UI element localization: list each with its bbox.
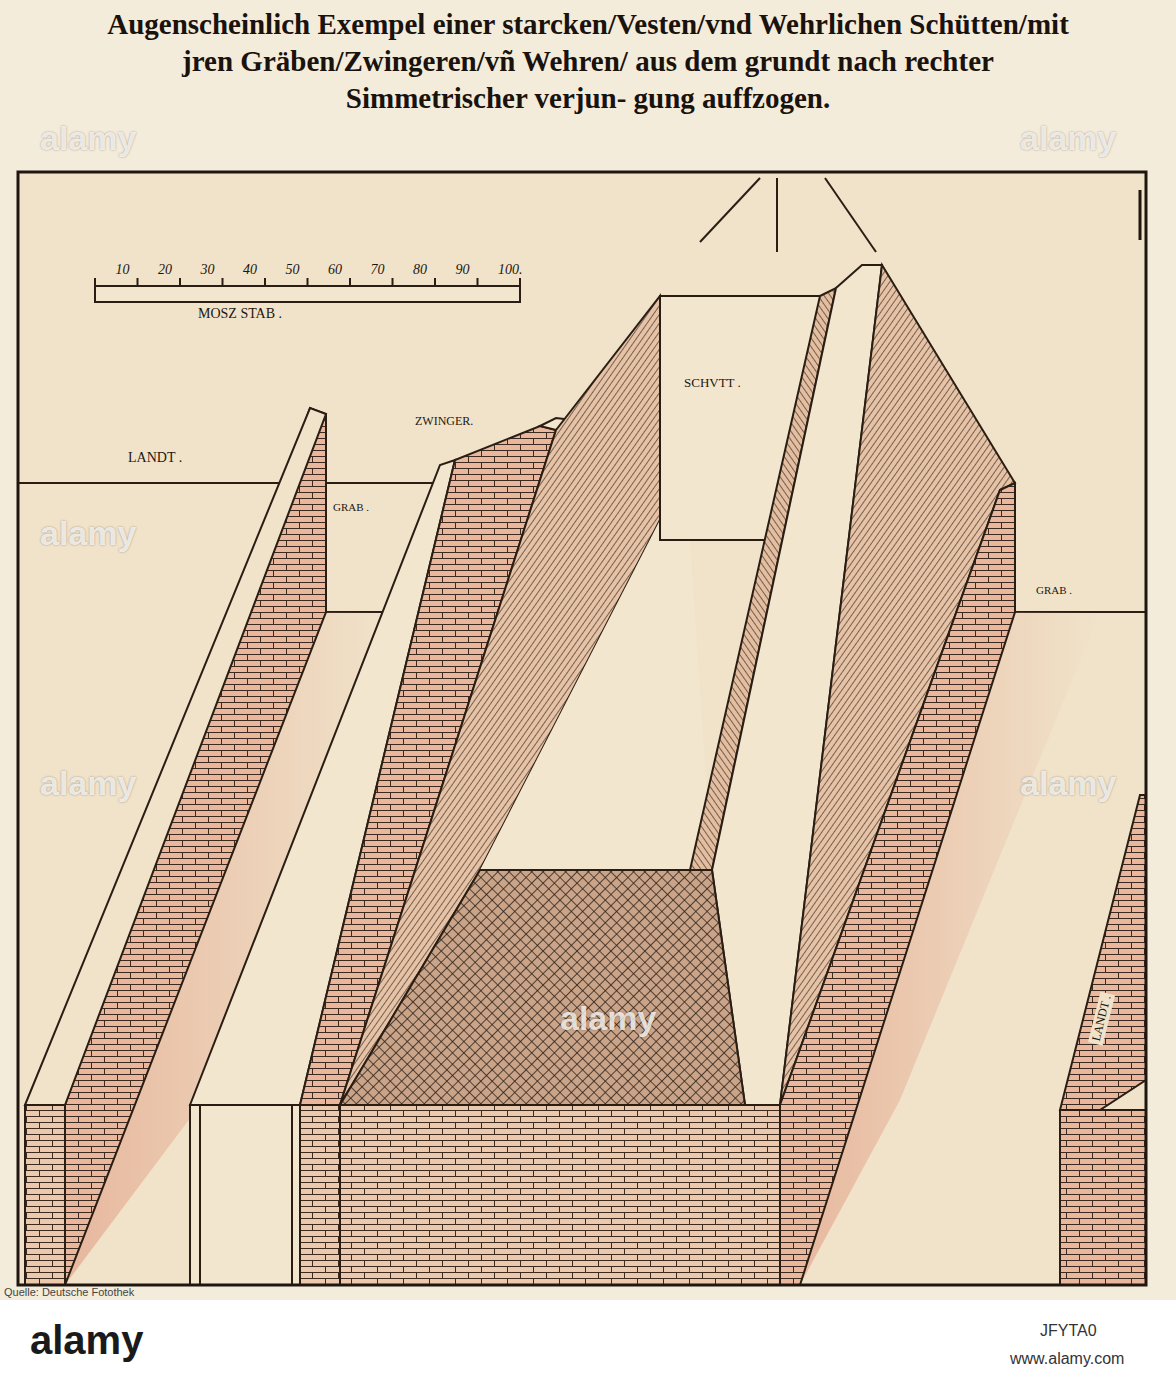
watermark: alamy	[40, 120, 136, 157]
watermark-logo: alamy	[30, 1318, 143, 1362]
frame-mark	[1139, 190, 1142, 240]
watermark: alamy	[560, 1000, 656, 1037]
landward-wall	[25, 408, 326, 1285]
watermark: alamy	[40, 515, 136, 552]
watermark-bar	[0, 1300, 1176, 1390]
scale-caption: MOSZ STAB .	[198, 306, 282, 321]
scale-number: 60	[328, 262, 342, 277]
scale-number: 80	[413, 262, 427, 277]
paper-ground	[18, 172, 1146, 1285]
watermark: alamy	[1020, 120, 1116, 157]
scale-bar	[95, 278, 520, 302]
page-title: Augenscheinlich Exempel einer starcken/V…	[95, 6, 1081, 117]
scale-number: 90	[456, 262, 470, 277]
part-label: LANDT .	[128, 450, 182, 465]
part-label: GRAB .	[330, 500, 372, 514]
frame	[18, 172, 1146, 1285]
scale-number: 10	[116, 262, 130, 277]
watermark: alamy	[1020, 765, 1116, 802]
landward-wall	[1060, 795, 1146, 1285]
fortification-woodcut	[0, 0, 1176, 1300]
source-note: Quelle: Deutsche Fotothek	[4, 1286, 134, 1298]
scale-number: 70	[371, 262, 385, 277]
watermark-url: www.alamy.com	[1010, 1350, 1124, 1368]
scale-number: 40	[243, 262, 257, 277]
part-label: ZWINGER.	[412, 414, 476, 429]
rampart	[340, 265, 1015, 1285]
watermark: alamy	[40, 765, 136, 802]
part-label: GRAB .	[1036, 584, 1072, 596]
scale-number: 20	[158, 262, 172, 277]
scale-number: 100.	[498, 262, 523, 277]
image-id: JFYTA0	[1040, 1322, 1097, 1340]
part-label: SCHVTT .	[684, 376, 741, 390]
scale-number: 50	[286, 262, 300, 277]
scale-number: 30	[201, 262, 215, 277]
